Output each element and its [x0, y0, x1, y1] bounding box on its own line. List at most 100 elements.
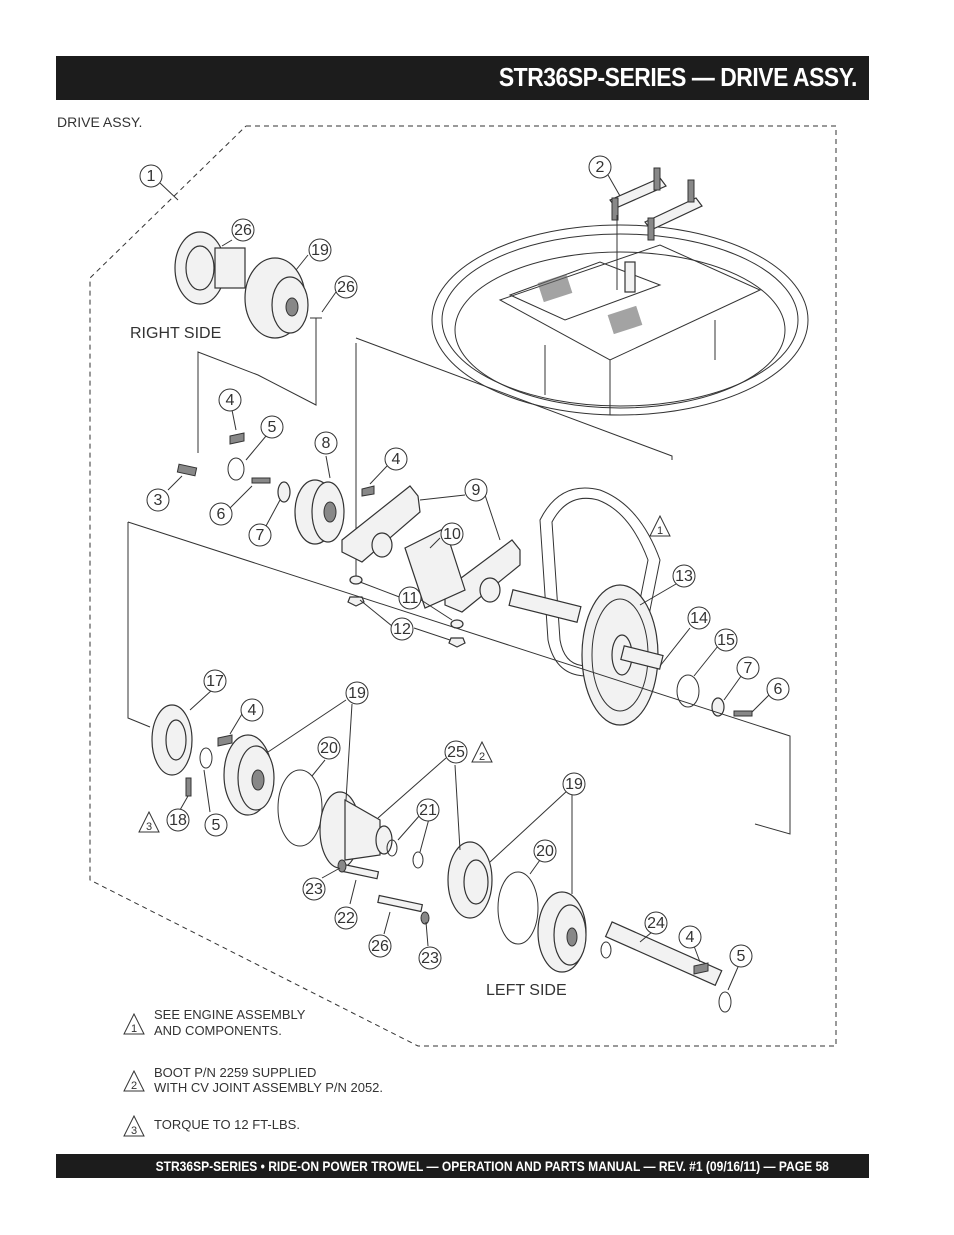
leader-lines	[159, 174, 771, 991]
callout-number: 4	[226, 392, 235, 409]
callout-circle	[302, 877, 326, 901]
note-3-marker: 3	[131, 1125, 137, 1137]
middle-diagonal-line	[127, 521, 791, 835]
callout-number: 6	[774, 681, 783, 698]
callout-circle	[736, 656, 760, 680]
callout-7: 7	[736, 656, 760, 680]
callout-2: 2	[588, 155, 612, 179]
callout-number: 23	[305, 881, 323, 898]
callout-number: 15	[717, 632, 735, 649]
note-3: 3 TORQUE TO 12 FT-LBS.	[123, 1114, 300, 1137]
pulley-8	[294, 479, 345, 545]
callout-19: 19	[345, 681, 369, 705]
left-side-label: LEFT SIDE	[486, 982, 567, 999]
callout-19: 19	[562, 772, 586, 796]
callout-number: 7	[744, 660, 753, 677]
callout-number: 4	[248, 702, 257, 719]
callout-circle	[334, 906, 358, 930]
callout-3: 3	[146, 488, 170, 512]
callout-26: 26	[368, 934, 392, 958]
callout-circle	[308, 238, 332, 262]
callout-26: 26	[231, 218, 255, 242]
callout-number: 18	[169, 812, 187, 829]
callout-circle	[588, 155, 612, 179]
note-1-marker: 1	[131, 1023, 137, 1035]
callout-circle	[334, 275, 358, 299]
callout-26: 26	[334, 275, 358, 299]
snap-ring-5-left	[718, 991, 732, 1013]
callout-circle	[416, 798, 440, 822]
note-triangle-2-diagram: 2	[471, 740, 493, 763]
footer-bar: STR36SP-SERIES • RIDE-ON POWER TROWEL — …	[56, 1154, 869, 1178]
callout-22: 22	[334, 906, 358, 930]
callout-23: 23	[302, 877, 326, 901]
shaft-24	[600, 921, 723, 987]
callout-number: 5	[212, 817, 221, 834]
bolts-22-26	[337, 859, 430, 925]
callout-circle	[260, 415, 284, 439]
callout-circle	[146, 488, 170, 512]
callout-circle	[644, 911, 668, 935]
callout-circle	[345, 681, 369, 705]
callout-20: 20	[533, 839, 557, 863]
callout-number: 3	[154, 492, 163, 509]
cv-joint-19-left	[537, 891, 587, 973]
callout-13: 13	[672, 564, 696, 588]
nuts-and-washers	[347, 575, 466, 648]
callout-24: 24	[644, 911, 668, 935]
key-4-left	[693, 962, 709, 975]
trowel-frame-illustration	[431, 224, 809, 416]
callout-4: 4	[384, 447, 408, 471]
callout-circle	[418, 946, 442, 970]
callout-number: 10	[443, 526, 461, 543]
page-title: STR36SP-SERIES — DRIVE ASSY.	[498, 62, 858, 92]
small-parts-right	[176, 432, 291, 503]
callout-19: 19	[308, 238, 332, 262]
callout-circle	[166, 808, 190, 832]
callout-number: 6	[217, 506, 226, 523]
callout-circle	[766, 677, 790, 701]
gasket-20	[277, 769, 323, 847]
callout-circle	[231, 218, 255, 242]
callout-circle	[729, 944, 753, 968]
right-side-cv-assembly	[174, 231, 322, 339]
callout-14: 14	[687, 606, 711, 630]
callout-number: 4	[392, 451, 401, 468]
callout-17: 17	[203, 669, 227, 693]
callout-circle	[687, 606, 711, 630]
callout-number: 21	[419, 802, 437, 819]
callout-circle	[317, 736, 341, 760]
callout-circle	[240, 698, 264, 722]
callout-number: 5	[737, 948, 746, 965]
callout-circle	[368, 934, 392, 958]
callout-number: 1	[147, 168, 156, 185]
callout-number: 8	[322, 435, 331, 452]
callout-number: 20	[320, 740, 338, 757]
note-triangle-3-diagram: 3	[138, 810, 160, 833]
callout-circle	[714, 628, 738, 652]
callout-5: 5	[729, 944, 753, 968]
callout-circle	[203, 669, 227, 693]
bearing-blocks	[341, 485, 521, 613]
note-2-line2: WITH CV JOINT ASSEMBLY P/N 2052.	[154, 1080, 383, 1095]
callout-circle	[672, 564, 696, 588]
callout-circle	[562, 772, 586, 796]
callout-number: 12	[393, 621, 411, 638]
callout-number: 9	[472, 482, 481, 499]
callout-5: 5	[204, 813, 228, 837]
callout-7: 7	[248, 523, 272, 547]
callout-23: 23	[418, 946, 442, 970]
right-side-bracket	[197, 318, 317, 453]
callout-11: 11	[398, 586, 422, 610]
callout-4: 4	[218, 388, 242, 412]
callout-21: 21	[416, 798, 440, 822]
callout-25: 25	[444, 740, 468, 764]
callout-18: 18	[166, 808, 190, 832]
note-triangle-2-label: 2	[479, 751, 485, 763]
note-1-line1: SEE ENGINE ASSEMBLY	[154, 1007, 306, 1022]
callout-circle	[464, 478, 488, 502]
note-1: 1 SEE ENGINE ASSEMBLY AND COMPONENTS.	[123, 1007, 306, 1038]
note-triangle-3-label: 3	[146, 821, 152, 833]
callout-circle	[390, 617, 414, 641]
footer-text: STR36SP-SERIES • RIDE-ON POWER TROWEL — …	[155, 1158, 829, 1174]
